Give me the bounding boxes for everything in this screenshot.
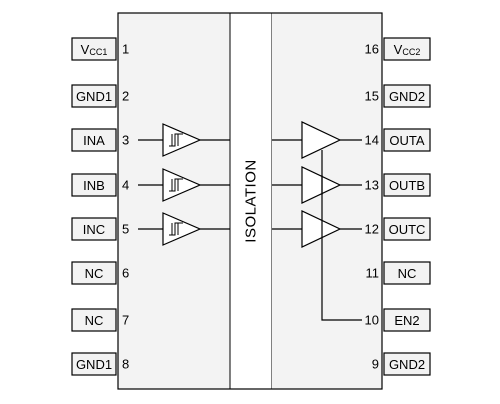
right-pin-12: OUTC 12: [365, 217, 431, 241]
pin-label: OUTB: [389, 178, 425, 193]
pin-box: [71, 84, 117, 108]
pin-label: GND2: [389, 89, 425, 104]
pin-label: VCC2: [394, 42, 421, 58]
pin-label: NC: [85, 266, 104, 281]
chip-body-left-half: [118, 13, 230, 389]
pin-label: OUTC: [389, 222, 426, 237]
left-pin-2: GND1 2: [71, 84, 129, 108]
left-pin-3: INA 3: [71, 128, 129, 152]
pin-label: NC: [85, 313, 104, 328]
left-pin-8: GND1 8: [71, 352, 129, 376]
pin-number: 11: [366, 266, 380, 281]
pin-label: OUTA: [389, 133, 424, 148]
pin-box: [383, 308, 431, 332]
pin-box: [71, 37, 117, 61]
pin-number: 1: [122, 42, 129, 57]
pin-box: [383, 37, 431, 61]
right-pin-14: OUTA 14: [365, 128, 431, 152]
pin-number: 3: [122, 133, 129, 148]
pin-box: [71, 308, 117, 332]
input-buffer-b: [138, 168, 230, 202]
input-buffer-a: [138, 123, 230, 157]
pin-label: INB: [83, 178, 105, 193]
pin-number: 13: [365, 178, 379, 193]
pin-number: 6: [122, 266, 129, 281]
enable-line: [321, 150, 362, 321]
right-pin-10: EN2 10: [365, 308, 431, 332]
pin-box: [383, 217, 431, 241]
chip-body-right-half: [272, 13, 382, 389]
left-pin-4: INB 4: [71, 173, 129, 197]
pin-box: [383, 128, 431, 152]
pin-label: INC: [83, 222, 105, 237]
output-buffer-a: [272, 121, 362, 159]
pin-box: [71, 173, 117, 197]
pin-number: 4: [122, 178, 129, 193]
pin-number: 15: [365, 89, 379, 104]
right-pin-16: VCC2 16: [365, 37, 431, 61]
pin-number: 9: [372, 357, 379, 372]
pin-number: 10: [365, 313, 379, 328]
left-pin-7: NC 7: [71, 308, 129, 332]
input-buffer-c: [138, 212, 230, 246]
isolation-label: ISOLATION: [243, 159, 260, 242]
right-pin-13: OUTB 13: [365, 173, 431, 197]
right-pin-15: GND2 15: [365, 84, 431, 108]
pin-label: GND2: [389, 357, 425, 372]
pin-box: [71, 352, 117, 376]
pin-box: [383, 261, 431, 285]
pin-number: 16: [365, 42, 379, 57]
chip-outline: [117, 12, 383, 390]
schmitt-trigger-icon: [169, 133, 183, 147]
pin-label: EN2: [394, 313, 419, 328]
pin-box: [383, 84, 431, 108]
schmitt-trigger-icon: [169, 178, 183, 192]
pin-label: INA: [83, 133, 105, 148]
pin-box: [71, 128, 117, 152]
pin-label: GND1: [76, 89, 112, 104]
right-pin-9: GND2 9: [372, 352, 431, 376]
isolation-barrier: [229, 12, 273, 390]
pin-label: NC: [398, 266, 417, 281]
pin-number: 14: [365, 133, 379, 148]
pin-box: [383, 352, 431, 376]
left-pin-6: NC 6: [71, 261, 129, 285]
pin-label: VCC1: [81, 42, 108, 58]
pin-number: 8: [122, 357, 129, 372]
left-pin-5: INC 5: [71, 217, 129, 241]
pin-box: [71, 217, 117, 241]
pin-number: 5: [122, 222, 129, 237]
pin-number: 2: [122, 89, 129, 104]
pin-number: 7: [122, 313, 129, 328]
output-buffer-b: [272, 166, 362, 204]
left-pin-1: VCC1 1: [71, 37, 129, 61]
output-buffer-c: [272, 210, 362, 248]
pin-label: GND1: [76, 357, 112, 372]
pin-box: [383, 173, 431, 197]
right-pin-11: NC 11: [366, 261, 431, 285]
pin-box: [71, 261, 117, 285]
pin-number: 12: [365, 222, 379, 237]
schmitt-trigger-icon: [169, 222, 183, 236]
